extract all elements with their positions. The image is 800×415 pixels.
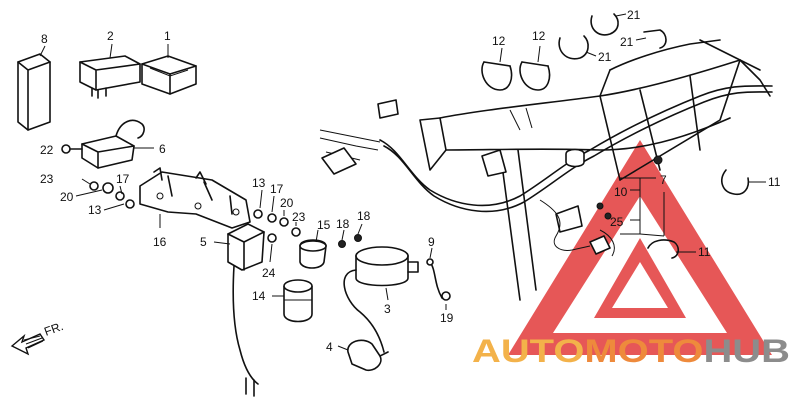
label-part-23-left: 23 bbox=[40, 172, 54, 186]
label-part-4: 4 bbox=[326, 340, 333, 354]
label-part-19: 19 bbox=[440, 311, 454, 325]
label-part-13-left: 13 bbox=[88, 203, 102, 217]
part-6-flasher-relay bbox=[61, 119, 154, 169]
label-part-20-left: 20 bbox=[60, 190, 74, 204]
label-part-21-top: 21 bbox=[627, 8, 641, 22]
label-part-21-middle: 21 bbox=[620, 35, 634, 49]
label-part-13-center: 13 bbox=[252, 176, 266, 190]
label-part-3: 3 bbox=[384, 302, 391, 316]
watermark-moto: MOTO bbox=[584, 333, 703, 369]
label-part-11-lower: 11 bbox=[698, 245, 711, 259]
label-part-10: 10 bbox=[614, 185, 628, 199]
part-19-screw bbox=[441, 291, 451, 310]
part-9-ground-wire bbox=[426, 247, 443, 299]
watermark-inner-triangle bbox=[594, 238, 686, 318]
small-hardware-center bbox=[253, 189, 301, 263]
label-part-12-right: 12 bbox=[532, 29, 546, 43]
label-part-15: 15 bbox=[317, 218, 331, 232]
watermark-auto: AUTO bbox=[472, 333, 584, 369]
part-21-clamps bbox=[558, 13, 667, 60]
label-part-18-right: 18 bbox=[357, 209, 371, 223]
watermark-logo-triangle bbox=[508, 140, 772, 355]
label-part-6: 6 bbox=[159, 142, 166, 156]
part-22-bolt bbox=[61, 144, 83, 154]
part-3-ignition-coil bbox=[343, 246, 419, 353]
label-part-25: 25 bbox=[610, 215, 624, 229]
watermark-hub: HUB bbox=[703, 333, 790, 369]
part-12-clamps bbox=[481, 45, 551, 91]
label-part-16: 16 bbox=[153, 235, 167, 249]
part-2-relay bbox=[79, 43, 141, 99]
part-1-regulator bbox=[141, 44, 197, 95]
part-4-plug-cap bbox=[337, 339, 389, 372]
part-14-condenser bbox=[272, 279, 313, 323]
label-part-23-center: 23 bbox=[292, 210, 306, 224]
label-part-17-center: 17 bbox=[270, 182, 284, 196]
label-part-7: 7 bbox=[660, 173, 667, 187]
label-part-18-left: 18 bbox=[336, 217, 350, 231]
label-part-14: 14 bbox=[252, 289, 266, 303]
front-direction-marker: FR. bbox=[10, 319, 65, 356]
label-part-1: 1 bbox=[164, 29, 171, 43]
direction-label: FR. bbox=[42, 319, 65, 339]
label-part-2: 2 bbox=[107, 29, 114, 43]
frame-and-wire-harness bbox=[319, 39, 773, 301]
part-16-bracket bbox=[139, 167, 251, 229]
part-18-grommets bbox=[338, 223, 363, 248]
part-15-cap bbox=[299, 229, 327, 269]
part-8-cdi-unit bbox=[17, 45, 51, 131]
leader-7-10-25 bbox=[620, 177, 665, 237]
label-part-8: 8 bbox=[41, 32, 48, 46]
label-part-9: 9 bbox=[428, 235, 435, 249]
label-part-5: 5 bbox=[200, 235, 207, 249]
small-hardware-left bbox=[75, 178, 135, 211]
label-part-21-lower: 21 bbox=[598, 50, 612, 64]
label-part-12-left: 12 bbox=[492, 34, 506, 48]
part-5-ignition-unit bbox=[213, 223, 265, 397]
label-part-11-upper: 11 bbox=[768, 175, 781, 189]
part-labels: 8 2 1 22 6 23 17 20 13 16 13 17 20 23 5 … bbox=[40, 8, 781, 354]
part-11-clamps bbox=[647, 169, 766, 259]
label-part-22: 22 bbox=[40, 143, 54, 157]
label-part-17-left: 17 bbox=[116, 172, 130, 186]
label-part-24: 24 bbox=[262, 266, 276, 280]
label-part-20-center: 20 bbox=[280, 196, 294, 210]
